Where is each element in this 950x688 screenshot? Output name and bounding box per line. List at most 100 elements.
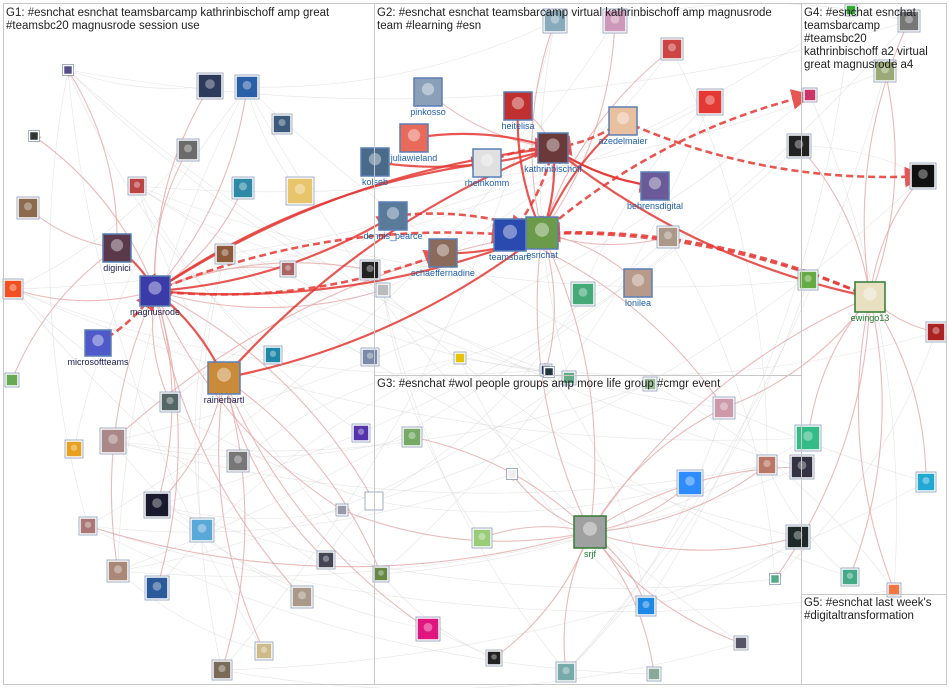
node-avatar[interactable] [99, 427, 127, 455]
node-avatar[interactable] [570, 281, 596, 307]
node-kathrinbischoff[interactable]: kathrinbischoff [524, 132, 582, 174]
node-avatar[interactable] [196, 72, 224, 100]
node-avatar[interactable] [873, 59, 897, 83]
node-avatar[interactable] [2, 278, 24, 300]
node-avatar[interactable] [797, 269, 819, 291]
node-avatar[interactable] [415, 616, 441, 642]
node-avatar[interactable] [176, 138, 200, 162]
edge-light [223, 377, 429, 630]
node-avatar[interactable] [794, 424, 822, 452]
node-avatar[interactable] [712, 396, 736, 420]
node-avatar[interactable] [785, 524, 811, 550]
edge-strong [154, 156, 490, 292]
node-avatar[interactable] [925, 321, 947, 343]
node-rainerbartl[interactable]: rainerbartl [204, 361, 245, 405]
node-avatar[interactable] [189, 517, 215, 543]
node-avatar[interactable] [16, 196, 40, 220]
node-dennis-pearce[interactable]: dennis_pearce [363, 201, 423, 241]
node-avatar[interactable] [789, 454, 815, 480]
node-avatar[interactable] [159, 391, 181, 413]
node-avatar[interactable] [471, 527, 493, 549]
node-avatar[interactable] [127, 176, 147, 196]
edge-background [221, 20, 556, 671]
node-rheinkomm[interactable]: rheinkomm [465, 148, 510, 188]
node-avatar[interactable] [453, 351, 467, 365]
edge-light [531, 19, 557, 234]
edge-background [246, 20, 556, 88]
node-avatar[interactable] [351, 423, 371, 443]
node-avatar[interactable] [231, 176, 255, 200]
node-avatar[interactable] [696, 88, 724, 116]
edge-light [509, 234, 725, 409]
edge-background [224, 253, 799, 538]
node-avatar[interactable] [485, 649, 503, 667]
node-lonilea[interactable]: lonilea [623, 268, 653, 308]
node-avatar[interactable] [375, 282, 391, 298]
node-avatar[interactable] [886, 582, 902, 598]
node-avatar[interactable] [143, 491, 171, 519]
node-esnchat[interactable]: esnchat [525, 216, 559, 260]
node-avatar[interactable] [542, 8, 568, 34]
node-avatar[interactable] [676, 469, 704, 497]
node-avatar[interactable] [316, 550, 336, 570]
node-avatar[interactable] [660, 37, 684, 61]
edge-background [774, 331, 937, 580]
node-heitelisa[interactable]: heitelisa [501, 91, 535, 131]
node-avatar[interactable] [555, 661, 577, 683]
node-avatar[interactable] [635, 595, 657, 617]
node-avatar[interactable] [214, 243, 236, 265]
node-avatar[interactable] [844, 3, 858, 17]
node-avatar[interactable] [279, 260, 297, 278]
node-avatar[interactable] [211, 659, 233, 681]
node-teamsbarc[interactable]: teamsbarc [489, 218, 532, 262]
node-avatar[interactable] [897, 9, 921, 33]
node-avatar[interactable] [401, 426, 423, 448]
node-juliawieland[interactable]: juliawieland [390, 123, 438, 163]
node-avatar[interactable] [840, 567, 860, 587]
node-schaeffernadine[interactable]: schaeffernadine [411, 238, 475, 278]
node-avatar[interactable] [656, 225, 680, 249]
node-avatar[interactable] [602, 8, 628, 34]
edge-background [224, 9, 852, 255]
node-avatar[interactable] [271, 113, 293, 135]
node-avatar[interactable] [226, 449, 250, 473]
node-avatar[interactable] [733, 635, 749, 651]
node-avatar[interactable] [335, 503, 349, 517]
node-behrensdigital[interactable]: behrensdigital [627, 171, 683, 211]
node-avatar[interactable] [62, 64, 74, 76]
node-avatar[interactable] [756, 454, 778, 476]
group-label-g3: G3: #esnchat #wol people groups amp more… [377, 378, 721, 390]
node-avatar[interactable] [263, 345, 283, 365]
node-avatar[interactable] [254, 641, 274, 661]
node-avatar[interactable] [28, 130, 40, 142]
node-pinkosso[interactable]: pinkosso [410, 77, 446, 117]
node-kolseb[interactable]: kolseb [360, 147, 390, 187]
node-avatar[interactable] [506, 468, 518, 480]
node-avatar[interactable] [4, 372, 20, 388]
node-avatar[interactable] [372, 565, 390, 583]
node-avatar[interactable] [769, 573, 781, 585]
node-ewingo13[interactable]: ewingo13 [851, 281, 890, 323]
node-azedelmaier[interactable]: azedelmaier [598, 106, 648, 146]
node-avatar[interactable] [234, 74, 260, 100]
node-avatar[interactable] [64, 439, 84, 459]
node-avatar[interactable] [646, 666, 662, 682]
node-avatar[interactable] [642, 376, 658, 392]
node-avatar[interactable] [106, 559, 130, 583]
edge-light [154, 290, 343, 511]
node-avatar[interactable] [909, 162, 937, 190]
node-avatar[interactable] [285, 176, 315, 206]
edge-light [589, 531, 800, 551]
node-magnusrode[interactable]: magnusrode [130, 275, 180, 317]
node-label-schaeffernadine: schaeffernadine [411, 268, 475, 278]
edge-strong [154, 223, 513, 293]
node-avatar[interactable] [915, 471, 937, 493]
node-avatar[interactable] [802, 87, 818, 103]
node-srjf[interactable]: srjf [573, 515, 607, 559]
node-diginici[interactable]: diginici [102, 233, 132, 273]
node-microsoftteams[interactable]: microsoftteams [67, 329, 129, 367]
node-avatar[interactable] [144, 575, 170, 601]
node-avatar[interactable] [543, 366, 555, 378]
node-avatar[interactable] [290, 585, 314, 609]
node-avatar[interactable] [78, 516, 98, 536]
